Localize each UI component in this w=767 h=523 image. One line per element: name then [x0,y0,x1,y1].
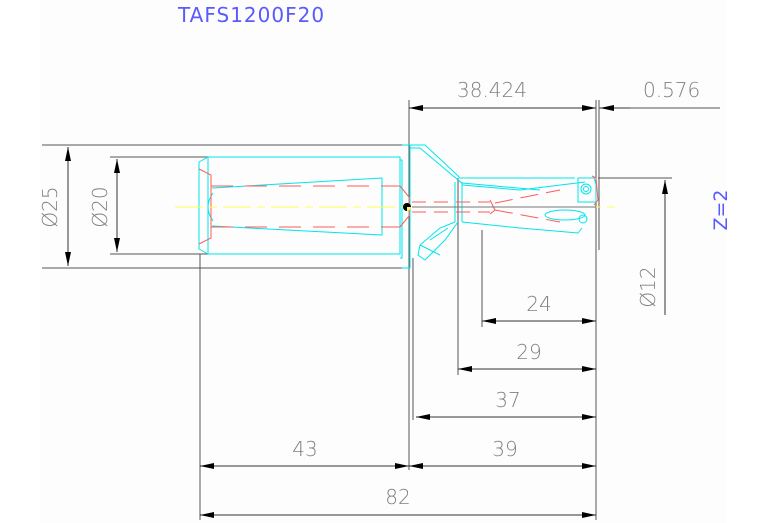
dim-39: 39 [492,437,517,461]
center-mark [403,203,411,211]
dim-43: 43 [292,437,317,461]
extension-lines [42,100,720,520]
dim-24: 24 [526,292,551,316]
dim-dia-25: Ø25 [38,186,62,227]
dim-38-424: 38.424 [457,78,527,102]
dim-dia-20: Ø20 [88,186,112,227]
body-outline [410,144,597,261]
dim-dia-12: Ø12 [636,266,660,307]
dim-0-576: 0.576 [643,78,700,102]
dimension-lines [65,105,668,518]
dim-29: 29 [516,340,541,364]
drawing-canvas [40,0,727,523]
z-annotation: Z=2 [710,189,732,230]
drawing-title: TAFS1200F20 [177,3,325,27]
dim-37: 37 [495,388,520,412]
dim-82: 82 [385,485,410,509]
